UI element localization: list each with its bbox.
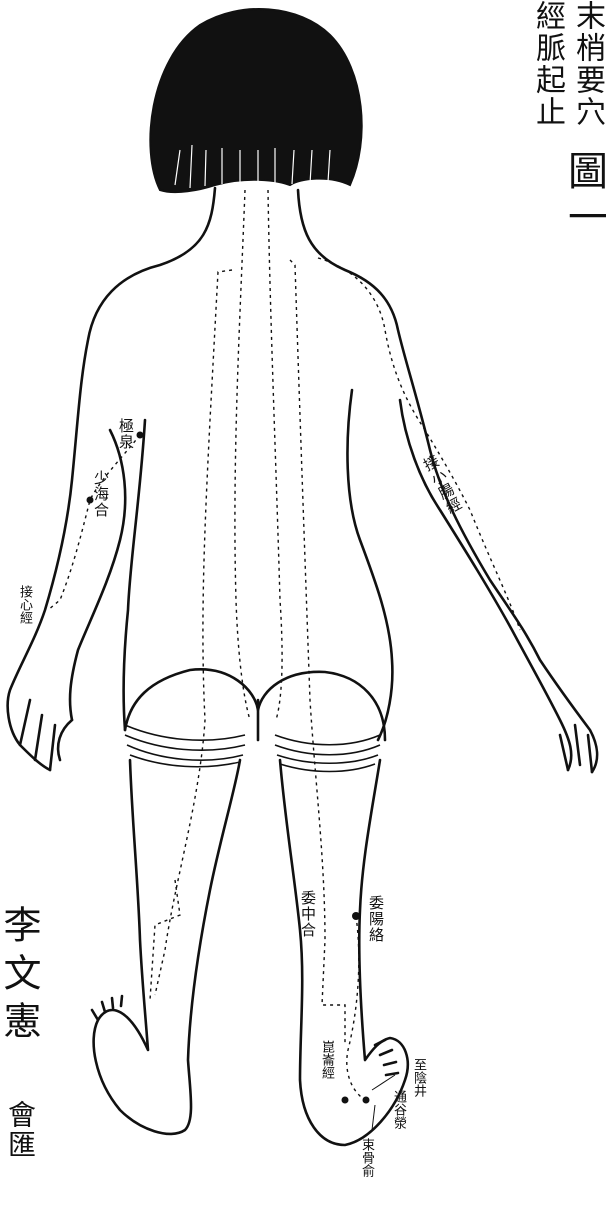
meridian-line-left-thigh <box>150 880 180 1000</box>
label-zhiyin: 至陰井 <box>412 1058 425 1097</box>
title-column-2: 經脈起止 <box>532 0 562 128</box>
label-weiyang: 委陽絡 <box>368 895 383 943</box>
title-column-3: 圖一 <box>564 150 604 242</box>
acupoint-jiquan <box>137 432 144 439</box>
label-jiquan: 極泉 <box>118 418 133 450</box>
buttocks-outline <box>125 669 385 740</box>
acupoint-kunlun <box>342 1097 349 1104</box>
author-column-1: 李文憲 <box>0 905 38 1049</box>
left-torso-outline <box>124 420 145 730</box>
left-shoulder-arm-outline <box>8 188 215 770</box>
label-shaohai: 少海合 <box>93 470 108 518</box>
hair-shape <box>150 9 361 192</box>
acupoint-weiyang <box>352 912 360 920</box>
meridian-line-spine-left <box>235 190 250 720</box>
label-shugu: 束骨俞 <box>360 1138 373 1177</box>
right-torso-outline <box>347 390 392 740</box>
meridian-line-left-arm <box>48 435 140 610</box>
left-leg-outline <box>94 760 240 1134</box>
right-leg-outline <box>280 760 408 1145</box>
meridian-line-back-left <box>155 270 232 995</box>
meridian-line-spine-right <box>268 190 282 720</box>
label-weizhong: 委中合 <box>300 890 315 938</box>
title-column-1: 末梢要穴 <box>572 0 602 128</box>
label-kunlun: 崑崙經 <box>320 1040 333 1079</box>
acupoint-zhiyin <box>363 1097 370 1104</box>
author-column-2: 會匯 <box>6 1100 34 1160</box>
label-jiexinjing: 接心經 <box>18 585 31 624</box>
label-tonggu: 通谷滎 <box>392 1090 405 1129</box>
